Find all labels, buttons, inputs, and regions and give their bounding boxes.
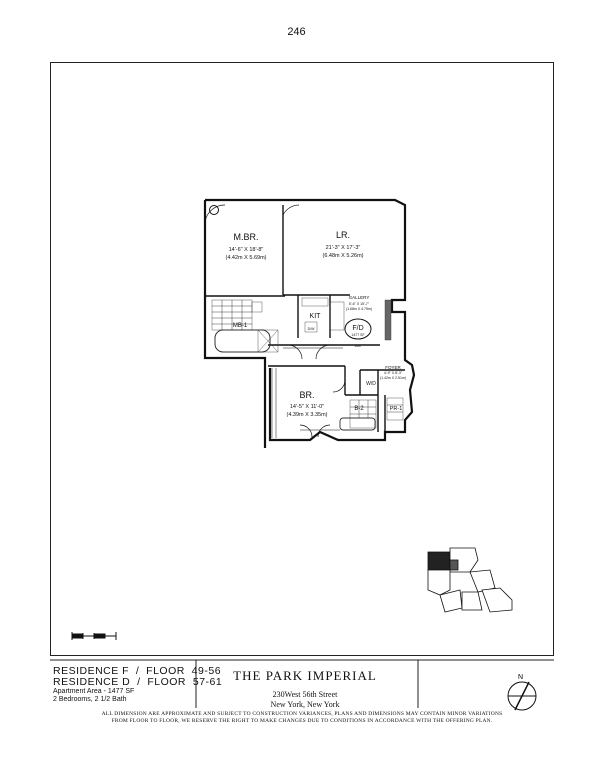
foyer-dim-m: (1.42m X 2.51m)	[380, 376, 406, 380]
scale-bar	[71, 632, 117, 640]
disclaimer: ALL DIMENSION ARE APPROXIMATE AND SUBJEC…	[60, 711, 544, 725]
residence-line-2: RESIDENCE D / FLOOR 57-61	[53, 676, 223, 688]
lr-dim-ft: 21'-3" X 17'-3"	[326, 245, 361, 251]
wd-label: W/D	[366, 381, 376, 387]
gallery-dim-m: (1.68m X 4.75m)	[346, 307, 372, 311]
gallery-name: GALLERY	[349, 295, 370, 300]
fd-label: F/D	[352, 325, 363, 332]
b2-label: B-2	[354, 406, 364, 412]
pr1-label: PR-1	[390, 406, 403, 412]
north-label: N	[518, 674, 523, 681]
mbr-name: M.BR.	[233, 232, 258, 242]
address-line-2: New York, New York	[270, 700, 340, 709]
foyer-name: FOYER	[385, 365, 401, 370]
fd-marker	[344, 318, 372, 340]
residence-line-1: RESIDENCE F / FLOOR 49-56	[53, 665, 222, 677]
dw-label: D/W	[308, 327, 316, 331]
fd-note: 26ft.	[355, 344, 362, 348]
fd-area: 1477 SF	[351, 333, 364, 337]
br-dim-ft: 14'-5" X 11'-0"	[290, 404, 324, 410]
apartment-area: Apartment Area - 1477 SF	[53, 688, 135, 695]
building-info: THE PARK IMPERIAL 230West 56th Street Ne…	[200, 668, 410, 710]
floor-plan-frame	[50, 62, 554, 656]
lr-dim-m: (6.48m X 5.26m)	[323, 253, 364, 259]
key-plan	[427, 547, 513, 613]
building-name: THE PARK IMPERIAL	[233, 668, 377, 683]
br-dim-m: (4.39m X 3.35m)	[287, 412, 328, 418]
bedrooms-baths: 2 Bedrooms, 2 1/2 Bath	[53, 696, 127, 703]
br-name: BR.	[299, 390, 314, 400]
address-line-1: 230West 56th Street	[272, 690, 338, 699]
lr-name: LR.	[336, 230, 350, 240]
exterior-wall-west	[203, 200, 267, 448]
disclaimer-line-1: ALL DIMENSION ARE APPROXIMATE AND SUBJEC…	[101, 711, 503, 717]
exterior-wall	[205, 198, 416, 442]
north-arrow-icon: N	[507, 674, 537, 711]
mb1-label: MB-1	[233, 323, 248, 329]
residence-info: RESIDENCE F / FLOOR 49-56 RESIDENCE D / …	[53, 666, 222, 704]
kit-label: KIT	[310, 313, 322, 320]
mbr-dim-m: (4.42m X 5.69m)	[226, 255, 267, 261]
gallery-dim: 5'-6" X 15'-7"	[349, 302, 370, 306]
disclaimer-line-2: FROM FLOOR TO FLOOR, WE RESERVE THE RIGH…	[111, 718, 493, 724]
page-number: 246	[287, 26, 306, 38]
foyer-dim: 4'-9" X 8'-3"	[384, 371, 403, 375]
column-marker	[209, 205, 219, 215]
mbr-dim-ft: 14'-6" X 18'-8"	[229, 247, 264, 253]
